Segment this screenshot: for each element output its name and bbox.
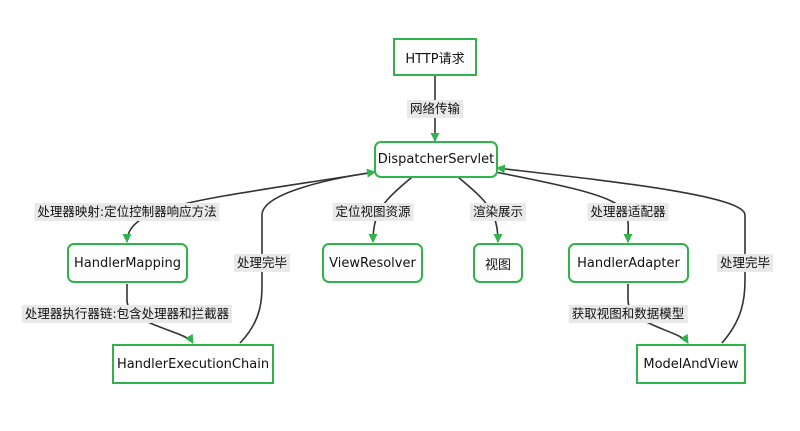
node-handler-execution-chain: HandlerExecutionChain: [112, 344, 274, 384]
edge-chain-to-dispatcher: [239, 168, 376, 344]
node-handler-mapping: HandlerMapping: [67, 243, 188, 283]
node-view: 视图: [473, 243, 523, 283]
edge-label-handler-adapter: 处理器适配器: [587, 203, 669, 221]
edge-label-locate-view-resource: 定位视图资源: [332, 203, 414, 221]
edge-handler-mapping-to-chain: [126, 284, 194, 344]
edge-handler-adapter-to-model: [627, 284, 689, 344]
edge-label-processing-done-right: 处理完毕: [716, 254, 774, 272]
edge-label-handler-chain: 处理器执行器链:包含处理器和拦截器: [21, 305, 233, 323]
node-model-and-view: ModelAndView: [636, 344, 746, 384]
edge-label-render-display: 渲染展示: [469, 203, 527, 221]
node-http-request: HTTP请求: [393, 38, 477, 76]
edge-label-processing-done-left: 处理完毕: [233, 254, 291, 272]
edge-model-to-dispatcher: [496, 164, 746, 344]
edge-label-get-view-and-model: 获取视图和数据模型: [568, 305, 688, 323]
node-view-resolver: ViewResolver: [322, 243, 423, 283]
edge-label-network-transfer: 网络传输: [406, 100, 464, 118]
edge-label-handler-mapping: 处理器映射:定位控制器响应方法: [34, 203, 220, 221]
node-handler-adapter: HandlerAdapter: [568, 243, 689, 283]
node-dispatcher-servlet: DispatcherServlet: [374, 141, 498, 178]
